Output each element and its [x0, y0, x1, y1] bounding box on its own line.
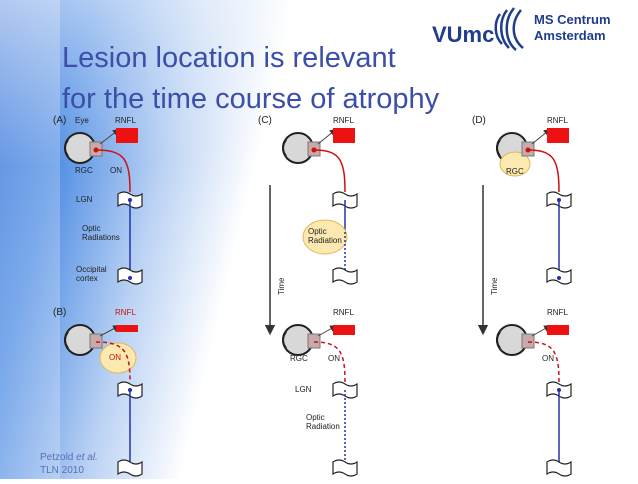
- panel-d-on-label: ON: [542, 354, 554, 363]
- slide-title-line-1: Lesion location is relevant: [62, 42, 396, 74]
- lesion-on-b: [99, 342, 137, 374]
- panel-b-letter: (B): [53, 307, 66, 318]
- panel-b-on-label: ON: [109, 353, 121, 362]
- panel-c-rnfl-top: RNFL: [333, 116, 354, 125]
- panel-a-eye-label: Eye: [75, 116, 89, 125]
- panel-d-letter: (D): [472, 115, 486, 126]
- panel-c-optic-1: Optic: [308, 227, 327, 236]
- panel-d-rnfl-bottom: RNFL: [547, 308, 568, 317]
- citation-journal: TLN 2010: [40, 465, 84, 476]
- panel-a-lgn-label: LGN: [76, 195, 93, 204]
- panel-c-letter: (C): [258, 115, 272, 126]
- slide-title-line-2: for the time course of atrophy: [62, 83, 440, 115]
- panel-c-rgc-label: RGC: [290, 354, 308, 363]
- vumc-logo: VUmc: [432, 22, 495, 47]
- ms-centrum-logo-line-1: MS Centrum: [534, 12, 611, 27]
- panel-a-occipital-label-2: cortex: [76, 274, 98, 283]
- rnfl-block: [116, 128, 138, 143]
- panel-a-letter: (A): [53, 115, 66, 126]
- panel-c-on-label: ON: [328, 354, 340, 363]
- lesion-rgc-d: [499, 151, 531, 177]
- lesion-optic-radiation-c: [302, 219, 348, 255]
- rnfl-block-thin: [116, 325, 138, 332]
- panel-a-optic-label-2: Radiations: [82, 233, 120, 242]
- panel-d: (D) RNFL RGC Time RNFL ON: [472, 115, 572, 477]
- panel-b-rnfl-label: RNFL: [115, 308, 136, 317]
- panel-c-lgn-label: LGN: [295, 385, 312, 394]
- panel-c-time-label: Time: [277, 277, 286, 295]
- panel-c-optic-2: Radiation: [308, 236, 342, 245]
- citation-authors: Petzold et al.: [40, 452, 98, 463]
- panel-d-time-label: Time: [490, 277, 499, 295]
- panel-c: (C) RNFL Optic Radiation Time RNFL: [258, 115, 358, 477]
- panel-a-optic-label-1: Optic: [82, 224, 101, 233]
- wave-logo-icon: [494, 7, 524, 51]
- panel-a-rgc-label: RGC: [75, 166, 93, 175]
- panel-a: (A) Eye RNFL RGC ON LGN Optic Radiations…: [53, 115, 143, 285]
- panel-d-rnfl-top: RNFL: [547, 116, 568, 125]
- ms-centrum-logo-line-2: Amsterdam: [534, 28, 606, 43]
- panel-a-rnfl-label: RNFL: [115, 116, 136, 125]
- citation-etal: et al.: [76, 452, 98, 463]
- panel-d-rgc-label: RGC: [506, 167, 524, 176]
- panel-b: (B) RNFL ON: [53, 307, 143, 477]
- panel-a-on-label: ON: [110, 166, 122, 175]
- citation-author-name: Petzold: [40, 452, 77, 463]
- panel-c-optic-b2: Radiation: [306, 422, 340, 431]
- panel-c-rnfl-bottom: RNFL: [333, 308, 354, 317]
- panel-a-occipital-label-1: Occipital: [76, 265, 107, 274]
- panel-c-optic-b1: Optic: [306, 413, 325, 422]
